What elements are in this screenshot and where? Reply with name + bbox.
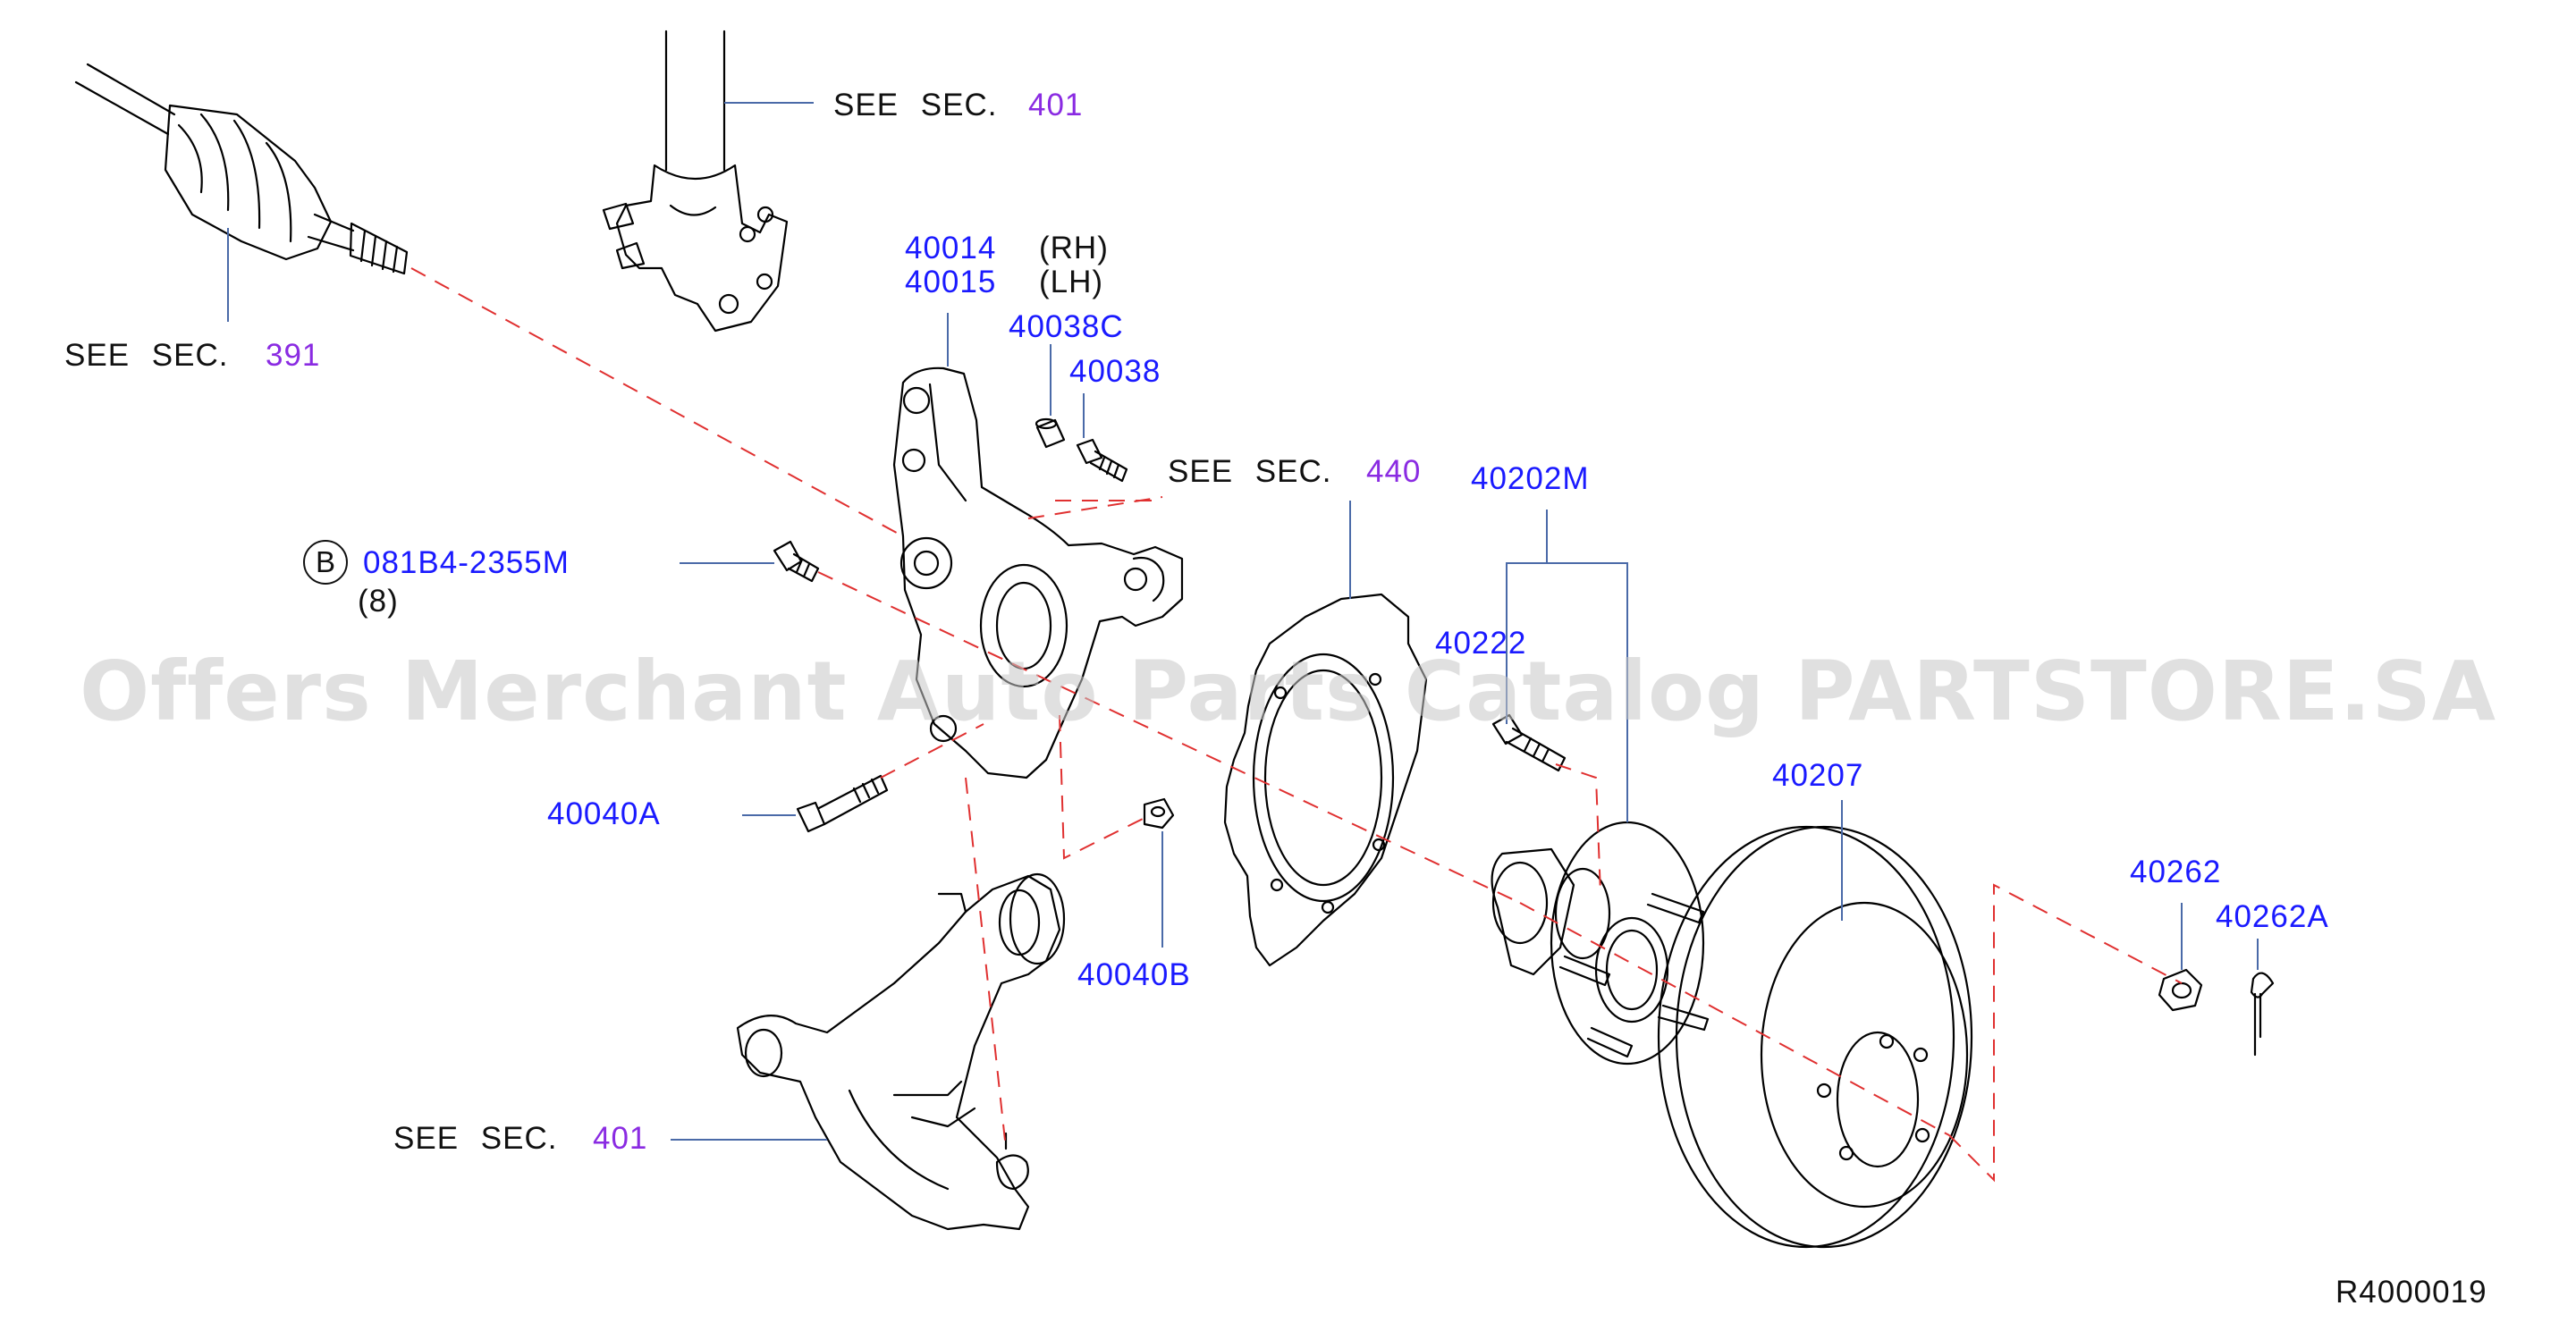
part-40014-link[interactable]: 40014 <box>905 231 997 265</box>
drive-shaft-illustration <box>74 63 409 275</box>
bolt-quantity-label: (8) <box>358 584 399 619</box>
lower-arm-see-sec-label: SEE SEC. <box>393 1121 558 1156</box>
strut-section-link[interactable]: 401 <box>1028 88 1084 122</box>
part-40222-link[interactable]: 40222 <box>1435 626 1527 661</box>
lower-arm-section-link[interactable]: 401 <box>593 1121 648 1156</box>
bolt-081b4-illustration <box>773 540 820 583</box>
brake-see-sec-label: SEE SEC. <box>1168 454 1332 489</box>
cotter-pin-illustration <box>2250 972 2275 1057</box>
bolt-b-circle-marker: B <box>303 540 348 585</box>
part-40207-link[interactable]: 40207 <box>1772 758 1864 793</box>
backing-plate-illustration <box>1223 593 1428 967</box>
lower-arm-illustration <box>736 872 1066 1231</box>
knuckle-illustration <box>892 366 1184 779</box>
hub-assembly-illustration <box>1491 821 1710 1066</box>
rh-side-label: (RH) <box>1039 231 1109 265</box>
bolt-40038-illustration <box>1076 438 1128 483</box>
part-40040b-link[interactable]: 40040B <box>1077 957 1191 992</box>
part-081b4-2355m-link[interactable]: 081B4-2355M <box>363 545 570 580</box>
part-40038-link[interactable]: 40038 <box>1069 354 1161 389</box>
part-40262-link[interactable]: 40262 <box>2130 855 2222 889</box>
bolt-40038c-illustration <box>1035 417 1066 449</box>
part-40040a-link[interactable]: 40040A <box>547 796 661 831</box>
diagram-reference-code: R4000019 <box>2335 1275 2487 1310</box>
strut-see-sec-label: SEE SEC. <box>833 88 998 122</box>
assembly-dashed-lines <box>410 267 2183 1183</box>
part-40202m-link[interactable]: 40202M <box>1471 461 1590 496</box>
drive-shaft-section-link[interactable]: 391 <box>266 338 321 373</box>
lh-side-label: (LH) <box>1039 265 1104 299</box>
bolt-40040a-illustration <box>796 774 889 833</box>
part-40015-link[interactable]: 40015 <box>905 265 997 299</box>
strut-illustration <box>602 29 789 333</box>
hub-bolt-40222-illustration <box>1491 713 1567 772</box>
nut-40040b-illustration <box>1143 797 1175 830</box>
part-40038c-link[interactable]: 40038C <box>1009 309 1124 344</box>
nut-40262-illustration <box>2158 968 2203 1012</box>
brake-section-link[interactable]: 440 <box>1366 454 1422 489</box>
part-40262a-link[interactable]: 40262A <box>2216 899 2329 934</box>
leader-lines <box>227 102 2259 1141</box>
drive-shaft-see-sec-label: SEE SEC. <box>64 338 229 373</box>
brake-rotor-illustration <box>1657 825 1973 1249</box>
